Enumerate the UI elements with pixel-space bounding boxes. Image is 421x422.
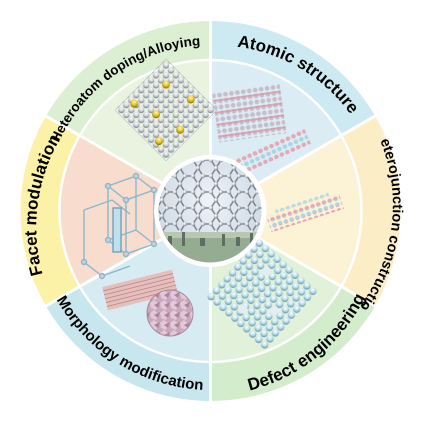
doped-lattice-illustration (114, 58, 218, 162)
facet-cube-illustration (80, 172, 158, 280)
defect-lattice-illustration (205, 237, 319, 351)
layered-crystal-illustration (212, 83, 312, 177)
outer-sector-morphology (45, 286, 211, 402)
outer-ring (19, 19, 402, 402)
center-honeycomb-illustration (154, 155, 266, 267)
outer-sector-heteroatom (45, 19, 211, 136)
outer-sector-facet (19, 115, 80, 307)
outer-sector-defect (210, 286, 376, 402)
outer-sector-atomic (210, 20, 376, 136)
heterojunction-illustration (266, 191, 344, 233)
outer-sector-heterojunction (341, 115, 402, 307)
morphology-illustration (102, 269, 194, 337)
